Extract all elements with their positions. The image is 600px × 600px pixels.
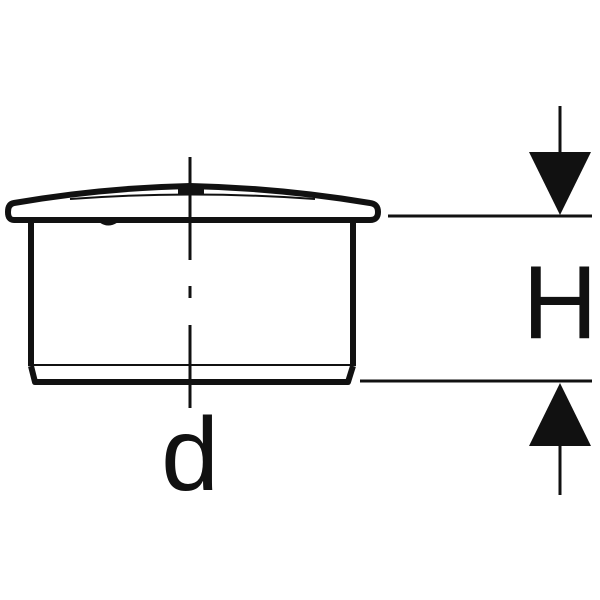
body-bottom-edge bbox=[28, 365, 356, 385]
arrow-up-icon bbox=[529, 383, 591, 446]
height-label: H bbox=[522, 245, 597, 361]
diameter-label: d bbox=[161, 397, 219, 513]
cap-lid-outline bbox=[4, 182, 382, 223]
cap-lid-inner-line bbox=[69, 193, 316, 200]
cap-underside-bump bbox=[99, 219, 118, 226]
arrow-down-icon bbox=[529, 152, 591, 215]
